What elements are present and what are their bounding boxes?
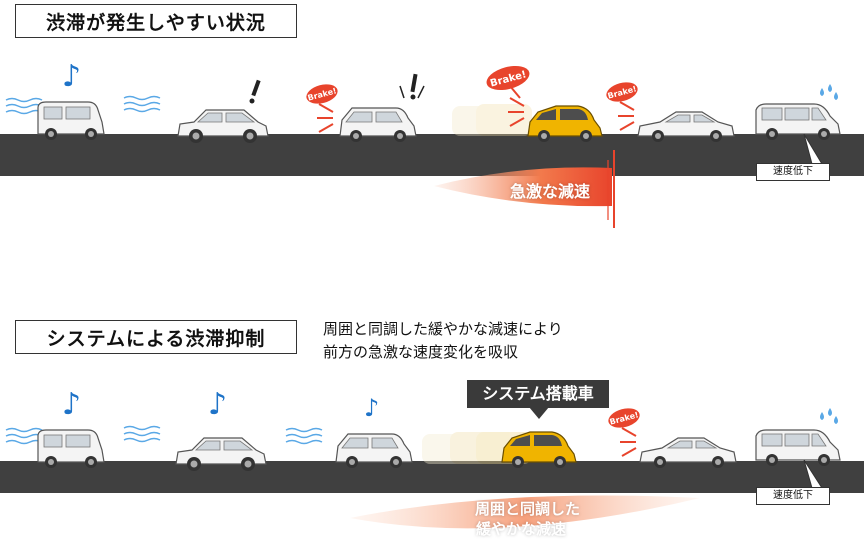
decel-arrow-bottom (350, 495, 700, 529)
section2-description-line1: 周囲と同調した緩やかな減速により (323, 320, 563, 338)
car-3-bottom (335, 433, 413, 469)
car-1-bottom (37, 429, 105, 469)
car-5-top (637, 111, 735, 143)
brake-badge-top-2: Brake! (486, 65, 530, 91)
system-car-label-pointer (529, 407, 549, 419)
music-note-icon: ♪ (208, 387, 228, 422)
music-note-icon: ♪ (62, 59, 82, 94)
car-6-top (755, 103, 841, 141)
callout-pointer-bottom (803, 459, 823, 489)
car-1-top (37, 101, 105, 141)
speed-drop-callout-bottom: 速度低下 (756, 487, 830, 505)
decel-arrow-top (434, 150, 615, 228)
brake-badge-top-3: Brake! (606, 82, 638, 102)
wind-lines-icon (5, 427, 43, 445)
wind-lines-icon (123, 425, 161, 443)
decel-label-top: 急激な減速 (510, 182, 591, 201)
car-yellow-top (527, 105, 603, 143)
brake-burst-icon (619, 427, 637, 457)
section2-description-line2: 前方の急激な速度変化を吸収 (323, 343, 519, 361)
car-yellow-bottom (501, 431, 577, 469)
brake-badge-top-1: Brake! (306, 84, 338, 104)
sweat-drops-icon (820, 84, 838, 100)
car-3-top (339, 107, 417, 143)
decel-label-bottom-line2: 緩やかな減速 (476, 520, 567, 538)
music-note-icon: ♪ (62, 387, 82, 422)
music-note-icon: ♪ (364, 394, 380, 422)
car-6-bottom (755, 429, 841, 467)
exclamation-icon (249, 79, 261, 104)
section1-title: 渋滞が発生しやすい状況 (15, 4, 297, 38)
exclamation-icon (399, 73, 425, 100)
section2-title: システムによる渋滞抑制 (15, 320, 297, 354)
wind-lines-icon (5, 97, 43, 115)
car-5-bottom (639, 437, 737, 469)
decel-label-bottom-line1: 周囲と同調した (475, 500, 581, 518)
speed-drop-callout-top: 速度低下 (756, 163, 830, 181)
callout-pointer-top (803, 133, 823, 165)
wind-lines-icon (123, 95, 161, 113)
wind-lines-icon (285, 427, 323, 445)
car-2-top (177, 109, 269, 144)
brake-burst-icon (617, 101, 635, 131)
brake-badge-bottom: Brake! (608, 408, 640, 428)
car-2-bottom (175, 437, 267, 472)
system-car-label: システム搭載車 (467, 380, 609, 408)
sweat-drops-icon (820, 408, 838, 424)
road-top (0, 134, 864, 176)
brake-burst-icon (316, 103, 334, 133)
